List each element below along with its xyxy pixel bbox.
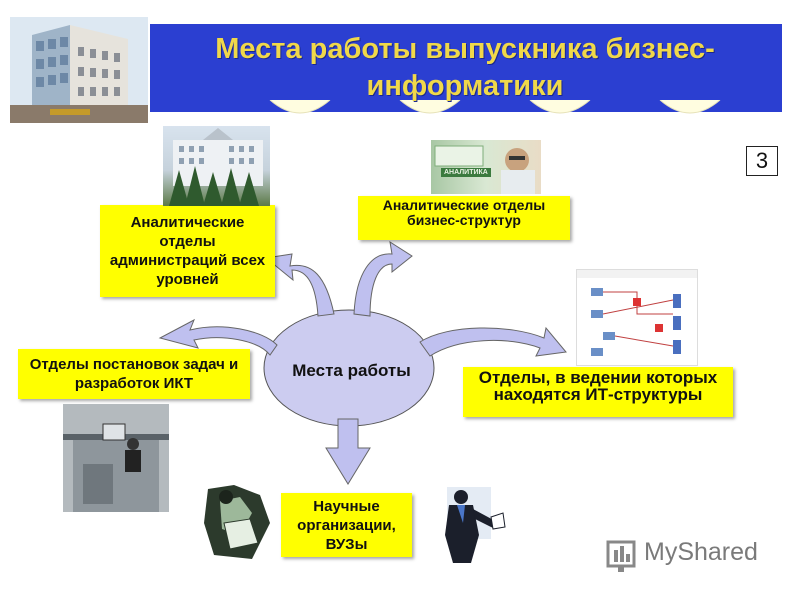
title-line-2: информатики xyxy=(366,70,564,102)
center-label: Места работы xyxy=(292,361,411,380)
arrow-to-science xyxy=(325,418,371,485)
analytics-image: АНАЛИТИКА xyxy=(431,140,541,194)
node-science: Научные организации, ВУЗы xyxy=(281,493,412,557)
title-line-1: Места работы выпускника бизнес- xyxy=(215,33,715,65)
arrow-to-ict xyxy=(158,318,278,356)
arrow-to-admin xyxy=(264,253,335,317)
node-it: Отделы, в ведении которых находятся ИТ-с… xyxy=(463,367,733,417)
office-worker-image xyxy=(63,404,169,512)
watermark-text: MyShared xyxy=(644,538,758,566)
arrow-to-it xyxy=(419,326,567,357)
slide-number: 3 xyxy=(746,146,778,176)
node-ict: Отделы постановок задач и разработок ИКТ xyxy=(18,349,250,399)
title-banner xyxy=(150,24,782,112)
network-diagram-image xyxy=(576,269,698,366)
myshared-logo-icon xyxy=(606,540,636,572)
presenter-clipart xyxy=(427,483,508,564)
arrow-to-business xyxy=(353,240,413,317)
decorative-arcs xyxy=(269,100,721,114)
government-building-image xyxy=(163,126,270,206)
reader-clipart xyxy=(200,483,276,561)
node-admin: Аналитические отделы администраций всех … xyxy=(100,205,275,297)
slide-title: Места работы выпускника бизнес- информат… xyxy=(160,31,770,105)
analytics-tag: АНАЛИТИКА xyxy=(441,168,491,177)
building-photo xyxy=(10,17,148,123)
node-business: Аналитические отделы бизнес-структур xyxy=(358,196,570,240)
